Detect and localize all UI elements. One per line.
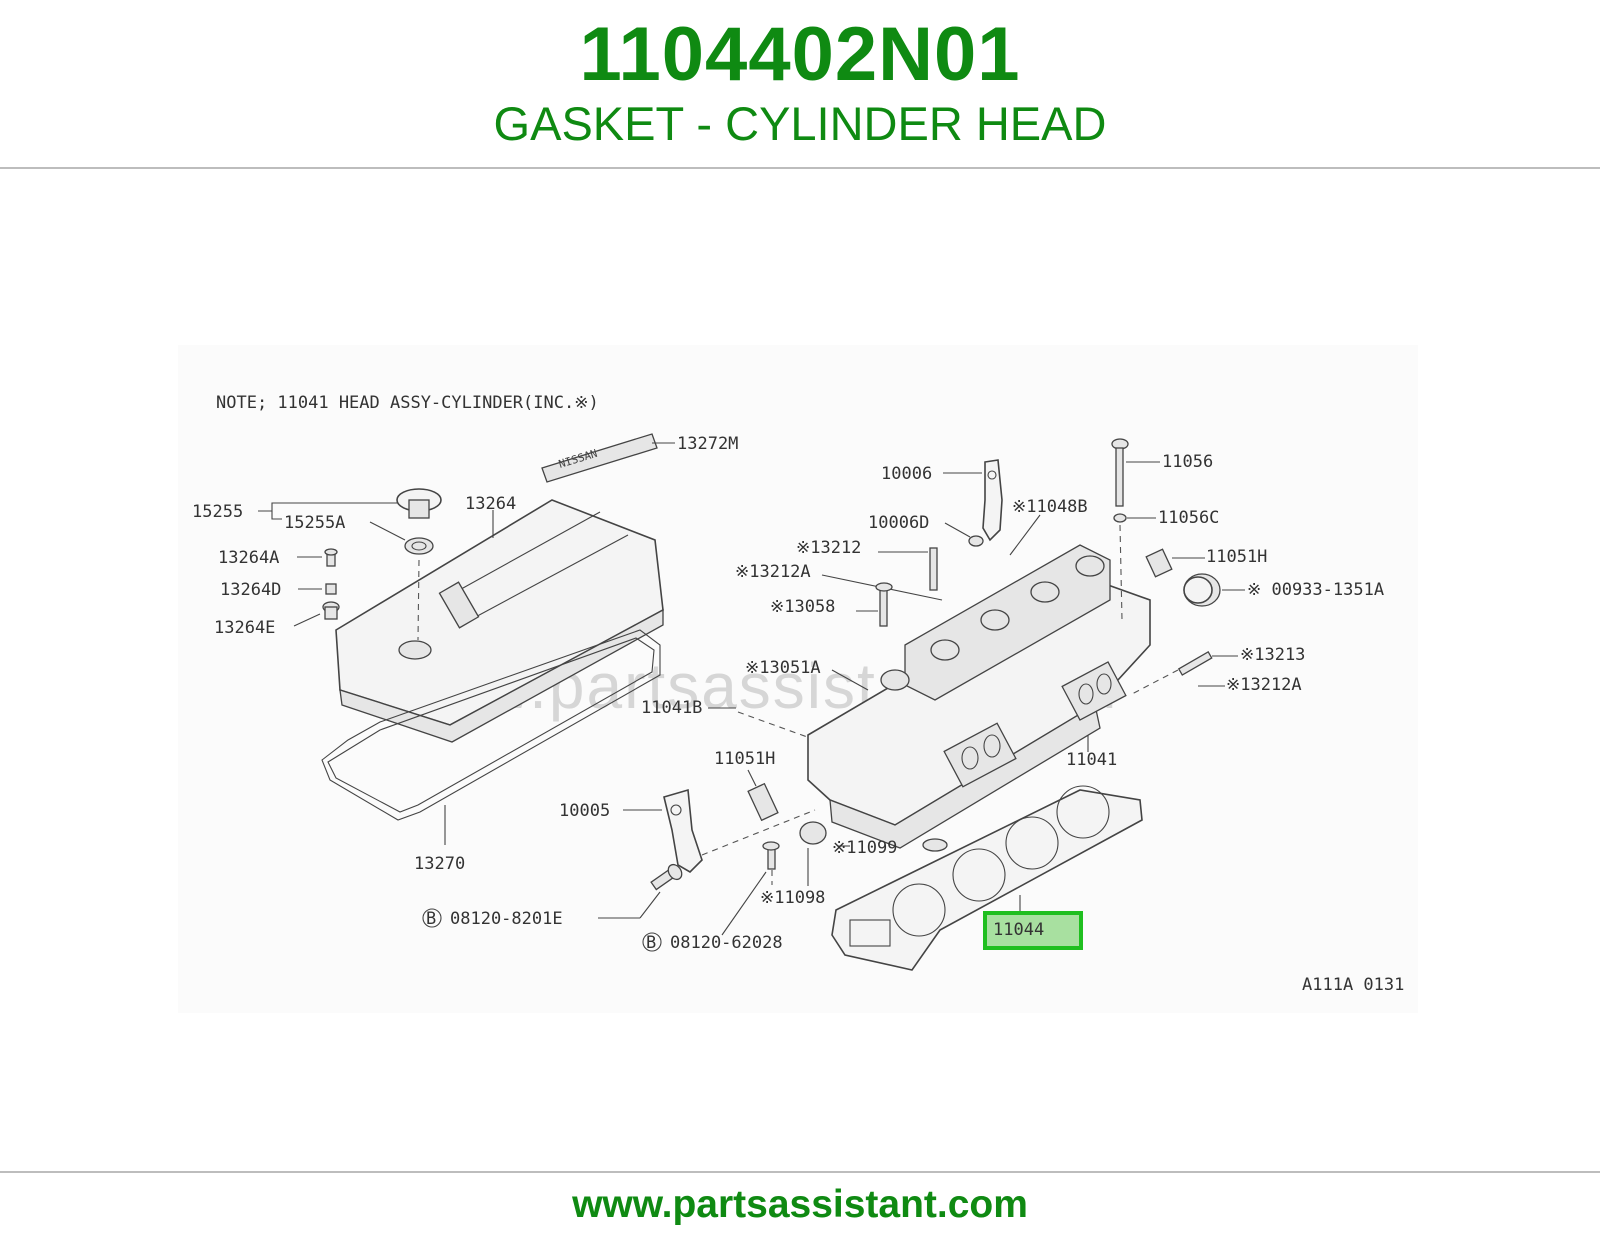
label-11041[interactable]: 11041 <box>1066 750 1117 770</box>
label-11048B[interactable]: ※11048B <box>1012 497 1088 517</box>
label-11051H-left[interactable]: 11051H <box>714 749 775 769</box>
label-13051A[interactable]: ※13051A <box>745 658 821 678</box>
label-11056[interactable]: 11056 <box>1162 452 1213 472</box>
label-13272M[interactable]: 13272M <box>677 434 738 454</box>
washer-10006D[interactable] <box>968 535 984 547</box>
page-header: 1104402N01 GASKET - CYLINDER HEAD <box>0 0 1600 168</box>
label-13264E[interactable]: 13264E <box>214 618 275 638</box>
label-08120-62028[interactable]: 08120-62028 <box>670 933 783 953</box>
label-13264D[interactable]: 13264D <box>220 580 281 600</box>
label-10006D[interactable]: 10006D <box>868 513 929 533</box>
cap-11051H-right[interactable] <box>1145 548 1173 578</box>
label-11056C[interactable]: 11056C <box>1158 508 1219 528</box>
footer-divider <box>0 1171 1600 1173</box>
label-13212[interactable]: ※13212 <box>796 538 861 558</box>
cylinder-head-part[interactable] <box>807 544 1151 849</box>
label-13212A-right[interactable]: ※13212A <box>1226 675 1302 695</box>
label-10005[interactable]: 10005 <box>559 801 610 821</box>
bolt-11056[interactable] <box>1111 438 1129 507</box>
label-13058[interactable]: ※13058 <box>770 597 835 617</box>
label-08120-8201E[interactable]: 08120-8201E <box>450 909 563 929</box>
bolt-marker-2: B <box>646 933 656 953</box>
bolt-13058[interactable] <box>879 587 888 627</box>
header-divider <box>0 167 1600 169</box>
part-name: GASKET - CYLINDER HEAD <box>493 97 1107 150</box>
label-00933-1351A[interactable]: ※ 00933-1351A <box>1247 580 1384 600</box>
label-10006[interactable]: 10006 <box>881 464 932 484</box>
site-footer[interactable]: www.partsassistant.com <box>572 1183 1028 1226</box>
figure-code: A111A 0131 <box>1302 975 1404 995</box>
rocker-cover-part[interactable] <box>335 499 664 743</box>
cap-11051H-left[interactable] <box>747 782 779 822</box>
label-15255[interactable]: 15255 <box>192 502 243 522</box>
stud-13212[interactable] <box>929 547 938 591</box>
plug-11099-b[interactable] <box>922 838 948 852</box>
diagram-note: NOTE; 11041 HEAD ASSY-CYLINDER(INC.※) <box>216 393 599 413</box>
label-11051H-right[interactable]: 11051H <box>1206 547 1267 567</box>
label-13264A[interactable]: 13264A <box>218 548 279 568</box>
washer-11056C[interactable] <box>1113 513 1127 523</box>
label-11098[interactable]: ※11098 <box>760 888 825 908</box>
label-13270[interactable]: 13270 <box>414 854 465 874</box>
head-gasket-part[interactable] <box>831 785 1143 971</box>
stud-13213[interactable] <box>1177 651 1213 676</box>
bolt-marker-1: B <box>426 909 436 929</box>
label-11041B[interactable]: 11041B <box>641 698 702 718</box>
label-11099[interactable]: ※11099 <box>832 838 897 858</box>
label-13212A-left[interactable]: ※13212A <box>735 562 811 582</box>
hanger-bracket-rear[interactable] <box>982 459 1003 542</box>
label-15255A[interactable]: 15255A <box>284 513 345 533</box>
grommet-parts[interactable] <box>322 548 340 620</box>
label-13213[interactable]: ※13213 <box>1240 645 1305 665</box>
hanger-bracket-front[interactable] <box>663 788 703 874</box>
label-13264[interactable]: 13264 <box>465 494 516 514</box>
highlight-box[interactable] <box>983 911 1083 950</box>
bolt-08120-8201E[interactable] <box>650 862 684 891</box>
plug-00933-1351A[interactable] <box>1183 573 1221 607</box>
part-number: 1104402N01 <box>579 12 1021 97</box>
label-11044[interactable]: 11044 <box>993 920 1044 940</box>
oil-cap-part[interactable] <box>396 488 442 555</box>
rocker-gasket-part[interactable] <box>321 629 661 821</box>
plug-11099[interactable] <box>799 821 827 845</box>
